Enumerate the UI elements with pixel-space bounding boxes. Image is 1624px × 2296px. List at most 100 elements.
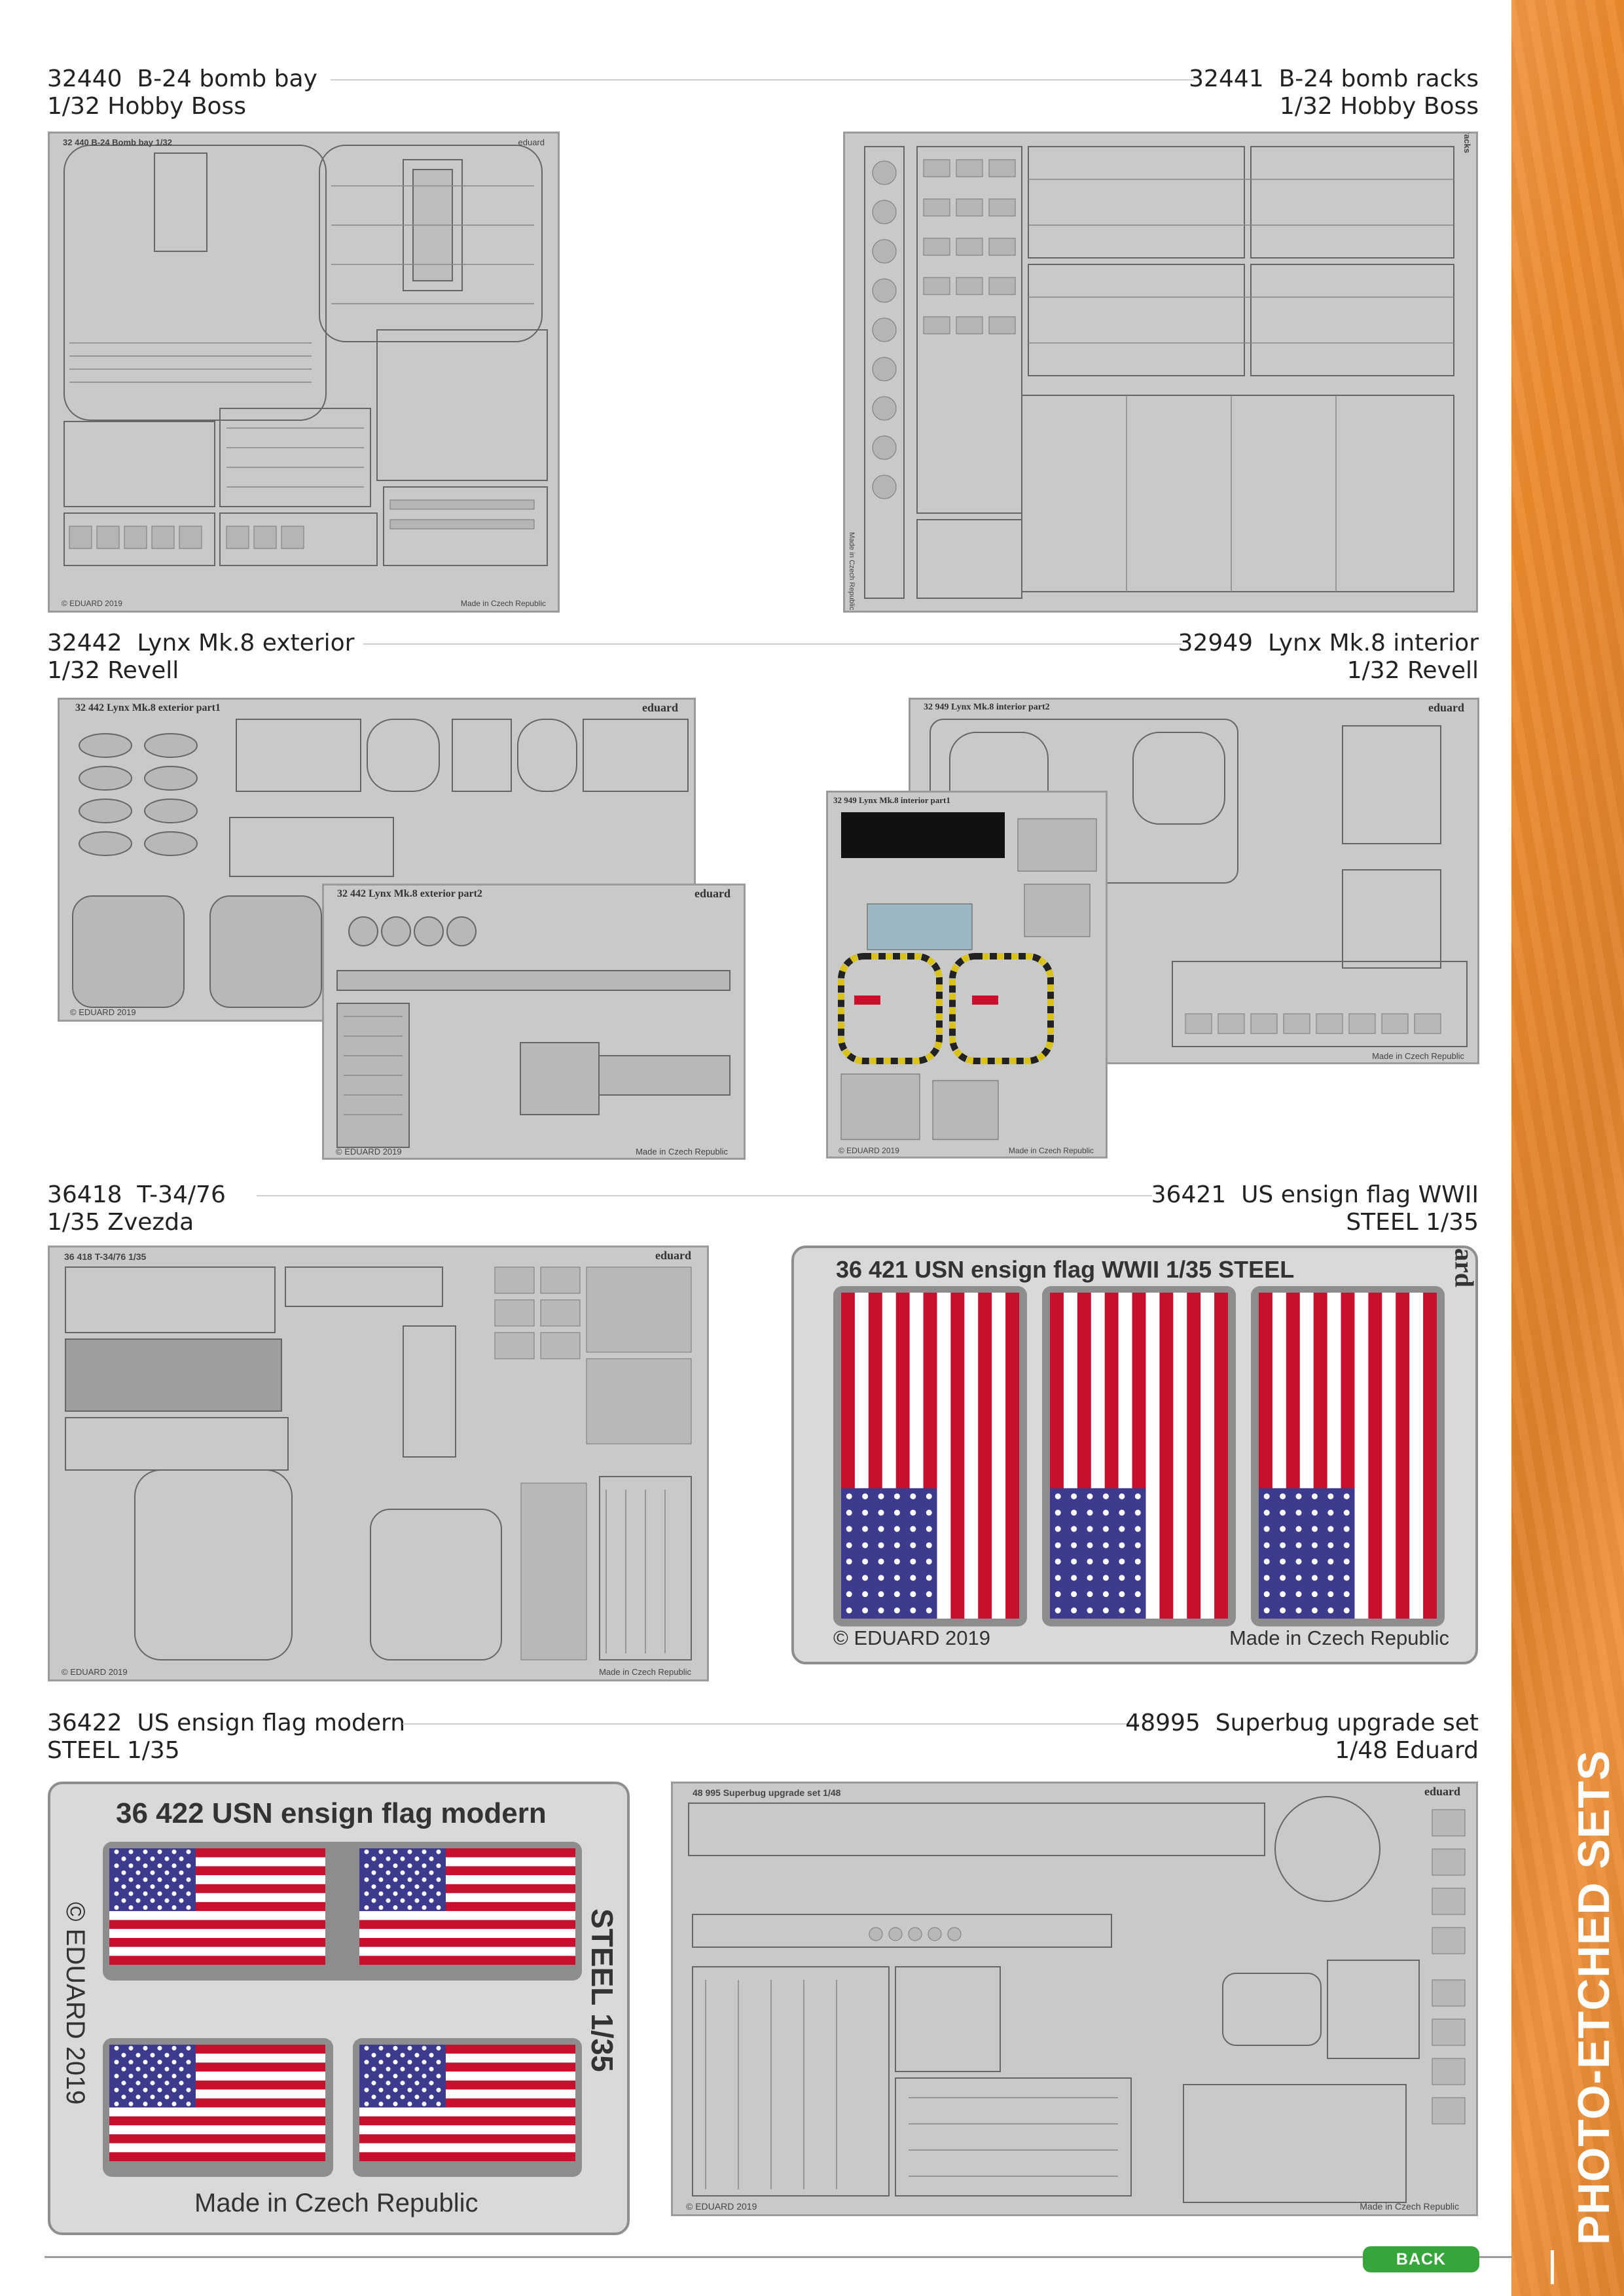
fret-image-36418: 36 418 T-34/76 1/35 eduard © EDUARD 2019… (48, 1246, 709, 1681)
footer-divider (45, 2256, 1512, 2258)
fret-parts (864, 146, 1454, 599)
fret-parts (688, 1796, 1466, 2203)
fret-title: 32 442 Lynx Mk.8 exterior part1 (75, 702, 221, 713)
product-header-32440: 32440 B-24 bomb bay 1/32 Hobby Boss (47, 65, 317, 120)
flag-ww2-1 (833, 1286, 1027, 1626)
fret-side-copyright: © EDUARD 2019 (61, 1902, 90, 2105)
fret-parts (65, 1266, 692, 1660)
fret-brand: eduard (1449, 1246, 1478, 1287)
fret-made-in: Made in Czech Republic (1372, 1051, 1464, 1061)
product-header-48995: 48995 Superbug upgrade set 1/48 Eduard (1125, 1710, 1479, 1765)
section-title: PHOTO-ETCHED SETS (1569, 1749, 1619, 2245)
product-header-36422: 36422 US ensign flag modern STEEL 1/35 (47, 1710, 405, 1765)
fret-image-32440: 32 440 B-24 Bomb bay 1/32 eduard © EDUAR… (48, 132, 560, 613)
product-name: B-24 bomb racks (1278, 65, 1479, 92)
side-band (1511, 0, 1624, 2296)
flag-modern-2 (353, 1842, 582, 1981)
product-code: 32442 (47, 630, 122, 656)
fret-copyright: © EDUARD 2019 (336, 1147, 402, 1157)
fret-image-32442-part2: 32 442 Lynx Mk.8 exterior part2 eduard ©… (322, 884, 746, 1160)
product-code: 32949 (1178, 630, 1254, 656)
flag-modern-1 (103, 1842, 383, 1981)
fret-copyright: © EDUARD 2019 (833, 1626, 990, 1649)
fret-title: 32 440 B-24 Bomb bay 1/32 (63, 137, 172, 147)
product-header-32949: 32949 Lynx Mk.8 interior 1/32 Revell (1178, 630, 1479, 685)
product-scale: STEEL 1/35 (1346, 1209, 1479, 1236)
fret-title: 36 422 USN ensign flag modern (116, 1797, 547, 1829)
us-flag-50-star-icon (109, 1848, 325, 1965)
fret-brand: eduard (518, 137, 545, 147)
flag-ww2-2 (1042, 1286, 1236, 1626)
flag-modern-4 (353, 2038, 582, 2177)
product-code: 36418 (47, 1181, 122, 1208)
fret-title: 48 995 Superbug upgrade set 1/48 (693, 1787, 841, 1798)
product-header-32442: 32442 Lynx Mk.8 exterior 1/32 Revell (47, 630, 354, 685)
us-flag-50-star-icon (109, 2045, 325, 2161)
fret-image-32949-part1: 32 949 Lynx Mk.8 interior part1 © EDUARD… (826, 791, 1108, 1158)
product-code: 32441 (1189, 65, 1264, 92)
product-name: Superbug upgrade set (1215, 1710, 1479, 1736)
fret-image-48995: 48 995 Superbug upgrade set 1/48 eduard … (671, 1782, 1478, 2216)
product-name: Lynx Mk.8 interior (1267, 630, 1479, 656)
us-flag-50-star-icon (359, 2045, 575, 2161)
product-scale: 1/32 Hobby Boss (1279, 93, 1479, 120)
product-name: Lynx Mk.8 exterior (137, 630, 355, 656)
product-code: 32440 (47, 65, 122, 92)
fret-title: 36 418 T-34/76 1/35 (64, 1251, 147, 1262)
fret-title: 32 442 Lynx Mk.8 exterior part2 (337, 888, 482, 899)
product-code: 36422 (47, 1710, 122, 1736)
fret-image-32441: 32 441 B-24 bomb racks Made in Czech Rep… (843, 132, 1478, 613)
flag-ww2-3 (1251, 1286, 1445, 1626)
fret-title: 32 949 Lynx Mk.8 interior part2 (924, 702, 1050, 712)
fret-made-in: Made in Czech Republic (194, 2189, 478, 2217)
fret-parts (63, 145, 548, 566)
us-flag-48-star-icon (1259, 1293, 1437, 1619)
fret-copyright: © EDUARD 2019 (686, 2201, 757, 2212)
fret-brand: eduard (1424, 1785, 1460, 1798)
us-flag-48-star-icon (841, 1293, 1019, 1619)
product-scale: 1/48 Eduard (1335, 1737, 1479, 1764)
product-code: 36421 (1151, 1181, 1227, 1208)
fret-image-36422: 36 422 USN ensign flag modern © EDUARD 2… (48, 1782, 630, 2235)
header-divider (363, 643, 1182, 645)
fret-image-32442-part1: 32 442 Lynx Mk.8 exterior part1 eduard ©… (58, 698, 696, 1022)
fret-made-in: Made in Czech Republic (1360, 2201, 1459, 2212)
fret-copyright: © EDUARD 2019 (70, 1007, 136, 1017)
us-flag-50-star-icon (359, 1848, 575, 1965)
fret-made-in: Made in Czech Republic (636, 1147, 728, 1157)
fret-side-scale: STEEL 1/35 (585, 1909, 619, 2072)
product-scale: 1/32 Revell (47, 657, 179, 684)
product-scale: 1/32 Revell (1346, 657, 1479, 684)
fret-made-in: Made in Czech Republic (599, 1667, 691, 1677)
fret-title: 32 949 Lynx Mk.8 interior part1 (833, 795, 950, 805)
fret-parts (838, 812, 1097, 1140)
flag-modern-3 (103, 2038, 333, 2177)
header-divider (331, 79, 1195, 81)
product-header-32441: 32441 B-24 bomb racks 1/32 Hobby Boss (1189, 65, 1479, 120)
fret-parts (336, 916, 731, 1148)
product-name: US ensign flag WWII (1241, 1181, 1479, 1208)
us-flag-48-star-icon (1050, 1293, 1228, 1619)
fret-title: 32 441 B-24 bomb racks (1462, 134, 1472, 153)
product-code: 48995 (1125, 1710, 1200, 1736)
header-divider (403, 1723, 1139, 1725)
side-title-marker (1551, 2250, 1554, 2284)
fret-brand: eduard (694, 887, 731, 900)
fret-made-in: Made in Czech Republic (460, 599, 546, 608)
fret-title: 36 421 USN ensign flag WWII 1/35 STEEL (836, 1256, 1295, 1283)
product-name: B-24 bomb bay (137, 65, 317, 92)
product-header-36418: 36418 T-34/76 1/35 Zvezda (47, 1181, 226, 1236)
fret-brand: eduard (655, 1249, 691, 1262)
fret-image-36421: 36 421 USN ensign flag WWII 1/35 STEEL e… (791, 1246, 1478, 1664)
back-button[interactable]: BACK (1363, 2246, 1479, 2272)
product-name: US ensign flag modern (137, 1710, 406, 1736)
header-divider (257, 1195, 1152, 1196)
product-scale: 1/32 Hobby Boss (47, 93, 247, 120)
fret-copyright: © EDUARD 2019 (62, 1667, 128, 1677)
product-header-36421: 36421 US ensign flag WWII STEEL 1/35 (1151, 1181, 1479, 1236)
fret-brand: eduard (641, 701, 678, 714)
fret-made-in: Made in Czech Republic (1008, 1146, 1094, 1155)
fret-copyright: © EDUARD 2019 (839, 1146, 899, 1155)
fret-copyright: © EDUARD 2019 (62, 599, 122, 608)
fret-brand: eduard (1428, 701, 1464, 714)
